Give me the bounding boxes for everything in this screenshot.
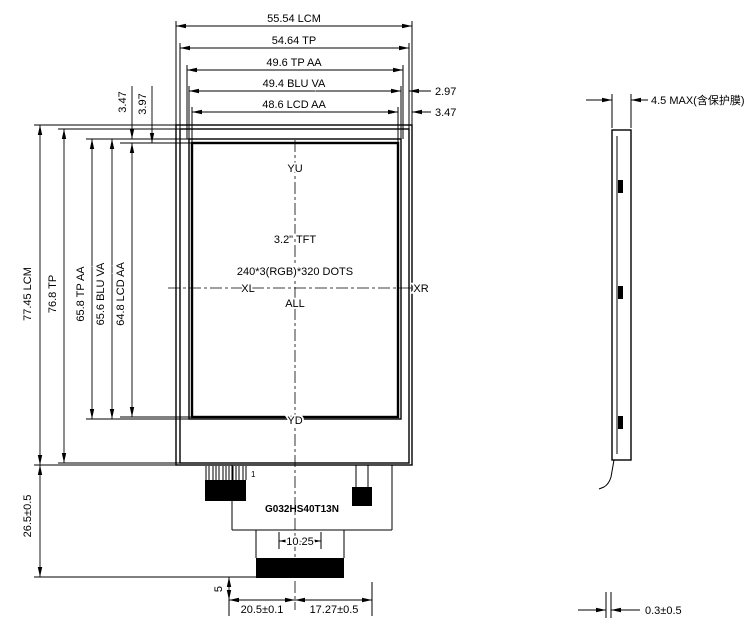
dim-thickness-label: 4.5 MAX(含保护膜): [651, 93, 745, 107]
fpc-pad-block: [205, 480, 246, 501]
connector-bar: [256, 558, 344, 578]
front-extension-lines: [34, 21, 413, 616]
tp-outline: [179, 128, 410, 464]
dim-lcm-width-label: 55.54 LCM: [267, 13, 321, 25]
fpc-pins: [205, 466, 247, 480]
dim-lcd-aa-height-label: 64.8 LCD AA: [115, 262, 127, 326]
lcd-aa-outline: [190, 141, 400, 419]
side-adhesive-pads: [618, 180, 623, 429]
dim-topleft-offset-2-label: 3.97: [137, 93, 149, 114]
part-number-label: G032HS40T13N: [265, 504, 339, 515]
blu-va-outline: [188, 138, 402, 420]
dim-fpc-thickness-label: 0.3±0.5: [645, 605, 682, 617]
side-dimension-lines: [578, 97, 648, 613]
dim-tp-height-label: 76.8 TP: [47, 275, 59, 313]
dim-lcd-aa-width-label: 48.6 LCD AA: [262, 99, 326, 111]
electrode-left-label: XL: [241, 283, 254, 295]
dim-inner-width-label: 10.25: [286, 536, 314, 548]
pin-one-label: 1: [251, 470, 256, 479]
front-fpc: [205, 465, 393, 578]
fpc-component-block: [352, 487, 372, 506]
dim-blu-va-height-label: 65.6 BLU VA: [95, 262, 107, 325]
front-outlines: [175, 124, 413, 466]
dim-connector-width-label: 20.5±0.1: [241, 604, 284, 616]
dim-right-offset-1-label: 2.97: [435, 86, 456, 98]
front-centerlines: [168, 140, 414, 610]
front-view: 55.54 LCM 54.64 TP 49.6 TP AA 49.4 BLU V…: [20, 11, 456, 616]
dim-topleft-offset-1-label: 3.47: [117, 91, 129, 112]
lcm-outline: [175, 124, 413, 466]
electrode-top-label: YU: [287, 163, 302, 175]
dim-tp-width-label: 54.64 TP: [272, 35, 316, 47]
dim-connector-offset-label: 17.27±0.5: [310, 604, 359, 616]
screen-resolution-label: 240*3(RGB)*320 DOTS: [237, 266, 353, 278]
dim-lcm-height-label: 77.45 LCM: [22, 267, 34, 321]
screen-all-label: ALL: [285, 298, 305, 310]
dim-tp-aa-width-label: 49.6 TP AA: [266, 57, 322, 69]
side-profile-outline: [611, 129, 632, 461]
dim-tail-height-label: 5: [213, 586, 225, 592]
dim-blu-va-width-label: 49.4 BLU VA: [263, 78, 326, 90]
front-dimension-lines: [37, 23, 431, 603]
dim-right-offset-2-label: 3.47: [435, 107, 456, 119]
side-view: 4.5 MAX(含保护膜) 0.3±0.5: [578, 93, 745, 618]
electrode-bottom-label: YD: [287, 415, 302, 427]
electrode-right-label: XR: [413, 283, 428, 295]
side-extension-lines: [605, 94, 632, 618]
dim-fpc-height-label: 26.5±0.5: [22, 495, 34, 538]
dim-tp-aa-height-label: 65.8 TP AA: [75, 266, 87, 322]
side-fpc-tail: [598, 459, 615, 490]
screen-size-label: 3.2" TFT: [274, 234, 316, 246]
